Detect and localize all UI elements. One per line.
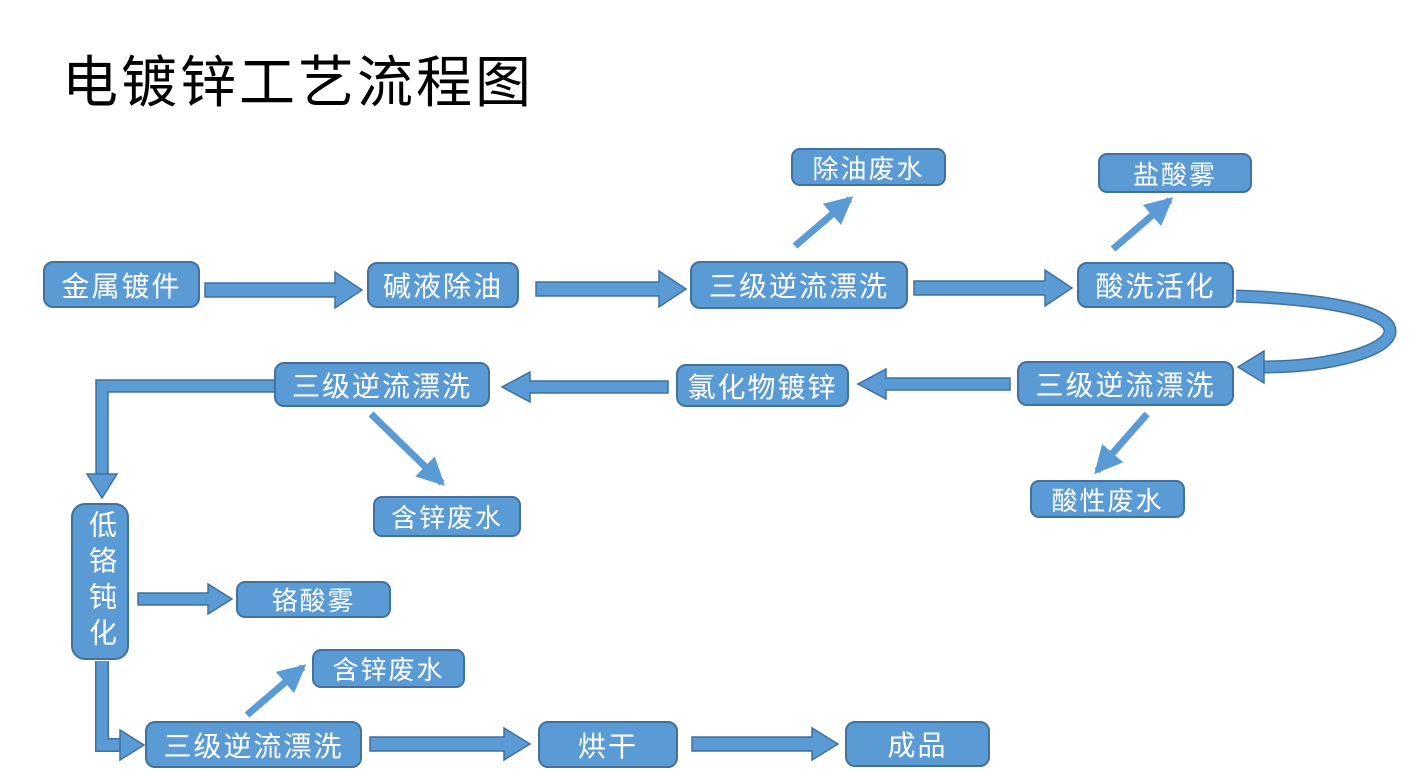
diagram-title: 电镀锌工艺流程图 — [62, 53, 534, 115]
node-zinc-wastewater-2: 含锌废水 — [312, 649, 465, 688]
node-metal-part: 金属镀件 — [43, 261, 200, 308]
arrow-rinse3-to-zinc-wastewater1 — [368, 411, 446, 486]
arrow-chloride-to-rinse3 — [500, 370, 669, 404]
arrow-rinse3-to-lowchrome-elbow — [85, 379, 274, 500]
arrow-metal-to-alkali — [204, 270, 364, 310]
arrow-rinse2-to-chloride — [856, 367, 1011, 401]
node-chloride-zinc: 氯化物镀锌 — [676, 364, 849, 407]
node-zinc-wastewater-1: 含锌废水 — [373, 496, 521, 537]
arrow-lowchrome-to-chromicmist — [137, 582, 234, 616]
arrow-lowchrome-to-rinse4-elbow — [95, 661, 146, 762]
node-rinse-3: 三级逆流漂洗 — [274, 362, 490, 407]
arrow-rinse4-to-zinc-wastewater2 — [244, 664, 307, 718]
node-rinse-4: 三级逆流漂洗 — [145, 721, 362, 768]
arrow-rinse2-to-acidic-wastewater — [1094, 411, 1150, 475]
node-low-chrome-passivation: 低铬钝化 — [71, 503, 129, 660]
node-alkali-degrease: 碱液除油 — [367, 262, 519, 308]
arrow-rinse4-to-drying — [369, 726, 532, 762]
arrow-drying-to-product — [691, 726, 840, 762]
node-drying: 烘干 — [538, 721, 678, 768]
node-product: 成品 — [845, 721, 990, 767]
arrow-alkali-to-rinse1 — [535, 269, 688, 309]
node-hcl-mist: 盐酸雾 — [1098, 153, 1252, 193]
node-acidic-wastewater: 酸性废水 — [1030, 480, 1185, 518]
node-rinse-2: 三级逆流漂洗 — [1017, 361, 1234, 406]
node-chromic-mist: 铬酸雾 — [236, 581, 391, 618]
node-acid-activation: 酸洗活化 — [1077, 262, 1234, 308]
arrow-acid-to-rinse2-curved — [1235, 289, 1397, 385]
arrow-rinse1-to-degrease-wastewater — [792, 196, 854, 249]
arrow-rinse1-to-acid — [913, 268, 1074, 308]
node-rinse-1: 三级逆流漂洗 — [690, 261, 908, 309]
arrow-acid-to-hclmist — [1110, 197, 1174, 252]
node-degrease-wastewater: 除油废水 — [791, 148, 946, 186]
